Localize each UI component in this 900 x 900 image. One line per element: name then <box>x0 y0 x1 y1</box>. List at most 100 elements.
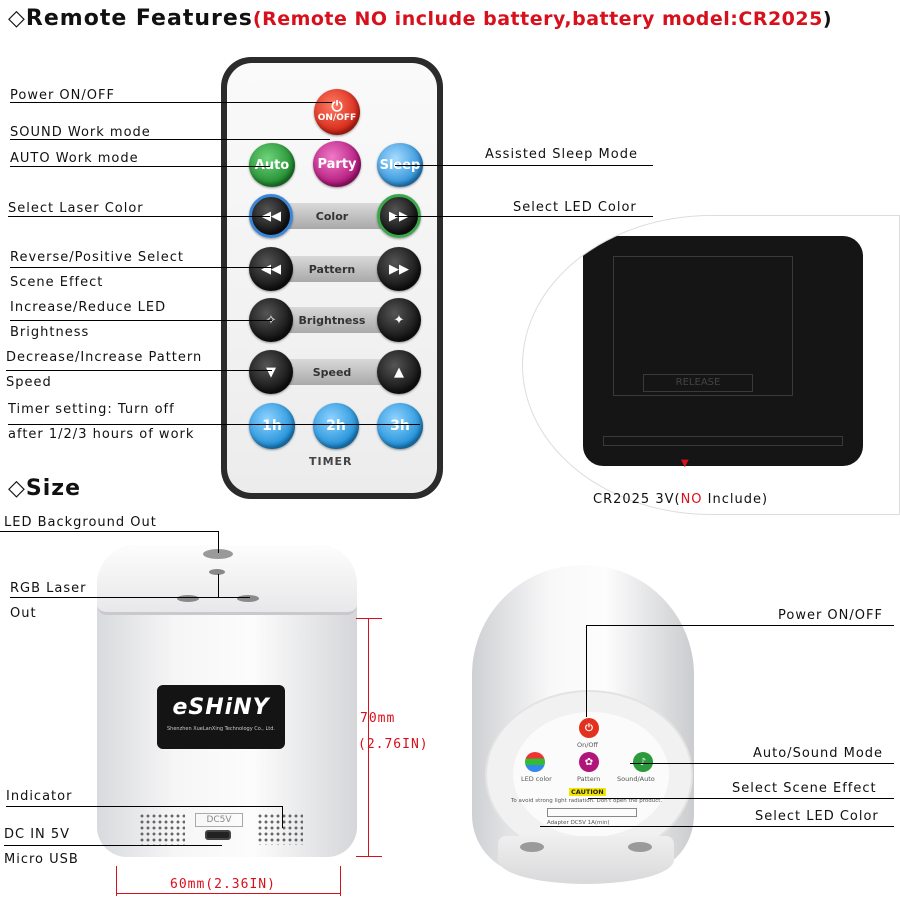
product-base-stand <box>498 836 674 884</box>
battery-slot <box>613 256 793 396</box>
remote-auto-label: Auto <box>254 157 290 173</box>
leader-line <box>586 625 894 626</box>
battery-caption-no: NO <box>680 492 703 507</box>
pattern-forward-button[interactable]: ▶▶ <box>377 247 421 291</box>
timer-1h-button[interactable]: 1h <box>249 403 295 449</box>
label-dc-in: DC IN 5V <box>4 827 71 842</box>
caution-warning: To avoid strong light radiation. Don't o… <box>511 798 663 804</box>
leader-line <box>10 320 272 321</box>
label-brightness: Brightness <box>10 325 90 340</box>
remote-speed-label: Speed <box>312 365 352 379</box>
battery-caption-prefix: CR2025 3V( <box>593 492 681 507</box>
height-inches: (2.76IN) <box>358 737 429 752</box>
remote-color-label: Color <box>315 209 349 223</box>
panel-sound-auto-label: Sound/Auto <box>617 775 655 783</box>
timer-2h-button[interactable]: 2h <box>313 403 359 449</box>
leader-line <box>10 139 330 140</box>
height-dimension-line <box>368 618 369 856</box>
leader-line <box>6 806 282 807</box>
brightness-up-button[interactable]: ✦ <box>377 298 421 342</box>
label-speed: Speed <box>6 375 52 390</box>
speed-down-button[interactable]: ▼ <box>249 350 293 394</box>
control-panel-face: ⏻ On/Off LED color ✿ Pattern ♪ Sound/Aut… <box>511 712 669 837</box>
leader-line <box>588 798 894 799</box>
label-sound-mode: SOUND Work mode <box>10 125 151 140</box>
rewind-icon: ◀◀ <box>261 208 281 224</box>
panel-pattern-label: Pattern <box>577 775 601 783</box>
leader-line <box>6 370 272 371</box>
label-led-color: Select LED Color <box>513 200 637 215</box>
remote-auto-button[interactable]: Auto <box>249 143 295 187</box>
pattern-reverse-button[interactable]: ◀◀ <box>249 247 293 291</box>
width-dimension-line <box>116 893 340 894</box>
leader-line <box>586 625 587 717</box>
leader-line <box>395 165 653 166</box>
chevron-down-icon: ▼ <box>266 364 276 380</box>
leader-line <box>218 531 219 553</box>
power-icon: ⏻ <box>331 99 343 115</box>
forward-icon: ▶▶ <box>389 261 409 277</box>
panel-pattern-button[interactable]: ✿ <box>579 752 599 772</box>
timer-3h-button[interactable]: 3h <box>377 403 423 449</box>
brand-logo: eSHiNY Shenzhen XueLanXing Technology Co… <box>157 685 285 749</box>
remote-face: ⏻ ON/OFF Auto Party Sleep Color ◀◀ ▶▶ Pa… <box>227 63 437 493</box>
led-aperture <box>203 549 233 559</box>
remote-party-label: Party <box>317 156 357 172</box>
size-title: Size <box>25 476 82 501</box>
remote-features-title: Remote Features <box>25 6 253 31</box>
arrow-down-icon: ▼ <box>681 458 689 469</box>
caution-badge: CAUTION <box>569 788 606 796</box>
release-marking: RELEASE <box>643 374 753 392</box>
paren-close: ) <box>822 8 833 30</box>
label-auto-sound-mode: Auto/Sound Mode <box>753 746 884 761</box>
panel-power-button[interactable]: ⏻ <box>579 718 599 738</box>
leader-line <box>395 216 653 217</box>
laser-aperture <box>520 842 544 852</box>
dimension-tick <box>116 866 117 896</box>
battery-note: Remote NO include battery,battery model:… <box>262 8 823 30</box>
label-rgb-laser: RGB Laser <box>10 581 87 596</box>
label-increase-reduce-led: Increase/Reduce LED <box>10 300 167 315</box>
leader-line <box>630 763 894 764</box>
label-led-background-out: LED Background Out <box>4 515 157 530</box>
paren-open: ( <box>252 8 263 30</box>
panel-sound-auto-button[interactable]: ♪ <box>633 752 653 772</box>
remote-power-button[interactable]: ⏻ ON/OFF <box>314 89 360 135</box>
size-heading: ◇Size <box>8 476 81 501</box>
label-sleep-mode: Assisted Sleep Mode <box>485 147 638 162</box>
dimension-tick <box>356 856 382 857</box>
label-power-onoff: Power ON/OFF <box>10 88 115 103</box>
leader-line <box>218 574 219 597</box>
remote-party-button[interactable]: Party <box>313 141 361 187</box>
dimension-tick <box>356 618 382 619</box>
speed-up-button[interactable]: ▲ <box>377 350 421 394</box>
timer-label: TIMER <box>309 455 353 468</box>
flower-icon: ✿ <box>584 756 594 768</box>
remote-control: ⏻ ON/OFF Auto Party Sleep Color ◀◀ ▶▶ Pa… <box>221 57 443 499</box>
label-laser-color: Select Laser Color <box>8 201 144 216</box>
leader-line <box>10 166 270 167</box>
label-right-led-color: Select LED Color <box>755 809 879 824</box>
leader-line <box>4 845 222 846</box>
timer-3h-label: 3h <box>390 418 410 434</box>
panel-led-color-button[interactable] <box>525 752 545 772</box>
label-micro-usb: Micro USB <box>4 852 79 867</box>
timer-1h-label: 1h <box>262 418 282 434</box>
certification-marks <box>547 808 637 817</box>
label-pattern-speed: Decrease/Increase Pattern <box>6 350 203 365</box>
speaker-grill <box>139 813 185 845</box>
remote-power-label: ON/OFF <box>317 113 357 123</box>
control-panel: ⏻ On/Off LED color ✿ Pattern ♪ Sound/Aut… <box>485 690 693 860</box>
label-reverse-positive: Reverse/Positive Select <box>10 250 184 265</box>
width-dimension: 60mm(2.36IN) <box>170 877 276 892</box>
speaker-grill <box>257 813 303 845</box>
panel-onoff-label: On/Off <box>577 741 599 749</box>
micro-usb-port[interactable] <box>205 830 231 840</box>
diamond-icon: ◇ <box>8 6 26 31</box>
remote-features-heading: ◇Remote Features(Remote NO include batte… <box>8 6 833 31</box>
timer-2h-label: 2h <box>326 418 346 434</box>
label-right-power: Power ON/OFF <box>778 608 883 623</box>
remote-brightness-label: Brightness <box>298 313 366 327</box>
brand-company: Shenzhen XueLanXing Technology Co., Ltd. <box>167 726 275 732</box>
laser-aperture <box>628 842 652 852</box>
